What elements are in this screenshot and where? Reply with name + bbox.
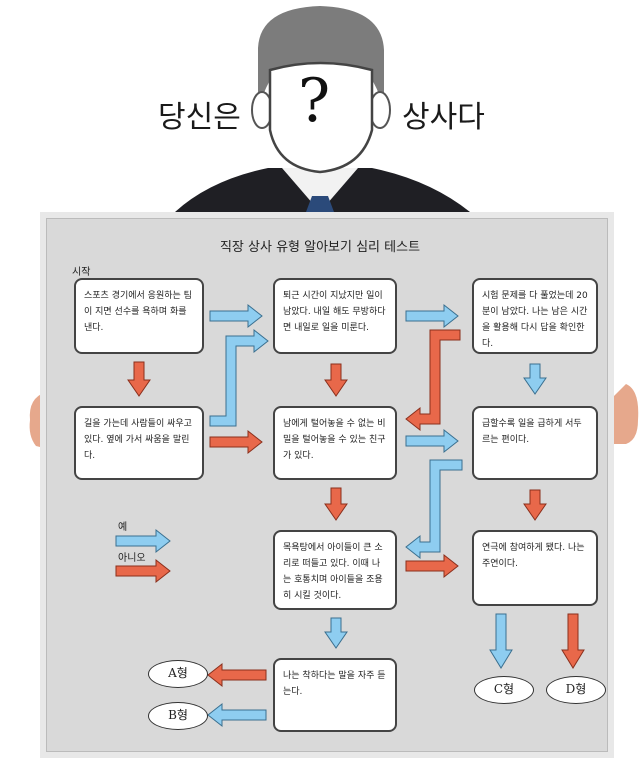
arrow-q7-yes bbox=[324, 617, 348, 649]
arrow-q4-yes bbox=[209, 328, 269, 427]
header-left-word: 당신은 bbox=[158, 100, 241, 135]
arrow-q2-no bbox=[324, 363, 348, 397]
question-box-3: 시험 문제를 다 풀었는데 20분이 남았다. 나는 남은 시간을 활용해 다시… bbox=[472, 278, 598, 354]
arrow-q4-no bbox=[209, 429, 263, 455]
question-box-7: 목욕탕에서 아이들이 큰 소리로 떠들고 있다. 이때 나는 호통치며 아이들을… bbox=[273, 530, 397, 610]
result-a: A형 bbox=[148, 660, 208, 688]
arrow-q6-no bbox=[523, 489, 547, 521]
arrow-q5-no bbox=[324, 487, 348, 521]
board-title: 직장 상사 유형 알아보기 심리 테스트 bbox=[219, 240, 421, 255]
question-box-8: 연극에 참여하게 됐다. 나는 주연이다. bbox=[472, 530, 598, 606]
arrow-q3-no bbox=[405, 329, 461, 432]
legend-yes-label: 예 bbox=[118, 522, 128, 533]
question-box-2: 퇴근 시간이 지났지만 일이 남았다. 내일 해도 무방하다면 내일로 일을 미… bbox=[273, 278, 397, 354]
arrow-q5-yes bbox=[405, 428, 459, 454]
header-right-word: 상사다 bbox=[402, 100, 485, 135]
legend-no-label: 아니오 bbox=[118, 553, 146, 564]
arrow-q9-no bbox=[207, 662, 267, 688]
question-mark: ? bbox=[298, 66, 331, 136]
result-d: D형 bbox=[546, 676, 606, 704]
legend-no-arrow bbox=[115, 558, 171, 584]
arrow-q8-yes bbox=[489, 613, 513, 669]
face-outline bbox=[268, 61, 374, 174]
result-c: C형 bbox=[474, 676, 534, 704]
question-box-4: 길을 가는데 사람들이 싸우고 있다. 옆에 가서 싸움을 말린다. bbox=[74, 406, 204, 480]
shirt-collar bbox=[282, 168, 358, 212]
legend-yes-arrow bbox=[115, 528, 171, 554]
hair bbox=[258, 6, 384, 112]
right-hand bbox=[610, 384, 639, 444]
question-box-9: 나는 착하다는 말을 자주 듣는다. bbox=[273, 658, 397, 732]
arrow-q2-yes bbox=[405, 303, 459, 329]
question-box-6: 급할수록 일을 급하게 서두르는 편이다. bbox=[472, 406, 598, 480]
arrow-q1-yes bbox=[209, 303, 263, 329]
arrow-q3-yes bbox=[523, 363, 547, 395]
arrow-q1-no bbox=[127, 361, 151, 397]
arrow-q8-no bbox=[561, 613, 585, 669]
start-label: 시작 bbox=[72, 267, 91, 278]
arrow-q7-no bbox=[405, 553, 459, 579]
arrow-q6-yes bbox=[405, 459, 463, 560]
question-box-5: 남에게 털어놓을 수 없는 비밀을 털어놓을 수 있는 친구가 있다. bbox=[273, 406, 397, 480]
arrow-q9-yes bbox=[207, 702, 267, 728]
result-b: B형 bbox=[148, 702, 208, 730]
necktie bbox=[306, 196, 334, 212]
question-box-1: 스포츠 경기에서 응원하는 팀이 지면 선수를 욕하며 화를 낸다. bbox=[74, 278, 204, 354]
